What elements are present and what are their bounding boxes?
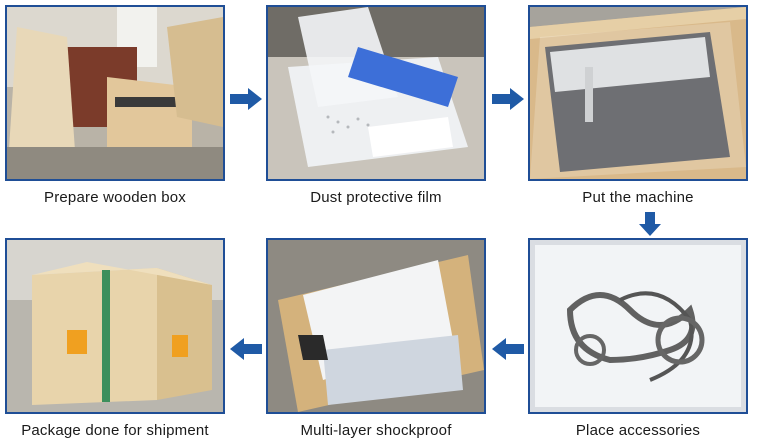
arrow-right-icon bbox=[492, 88, 524, 110]
step-caption: Put the machine bbox=[582, 189, 694, 206]
arrow-left-icon bbox=[492, 338, 524, 360]
film-wrapped-parts-photo bbox=[266, 5, 486, 181]
step-caption: Package done for shipment bbox=[21, 422, 209, 439]
step-caption: Multi-layer shockproof bbox=[300, 422, 452, 439]
sealed-crate-photo bbox=[5, 238, 225, 414]
accessory-bag-photo bbox=[528, 238, 748, 414]
foam-padded-crate-photo bbox=[266, 238, 486, 414]
arrow-right-icon bbox=[230, 88, 262, 110]
wooden-box-photo bbox=[5, 5, 225, 181]
arrow-down-icon bbox=[639, 212, 661, 236]
machine-in-crate-photo bbox=[528, 5, 748, 181]
arrow-left-icon bbox=[230, 338, 262, 360]
step-caption: Place accessories bbox=[575, 422, 701, 439]
step-caption: Prepare wooden box bbox=[43, 189, 187, 206]
step-caption: Dust protective film bbox=[310, 189, 442, 206]
